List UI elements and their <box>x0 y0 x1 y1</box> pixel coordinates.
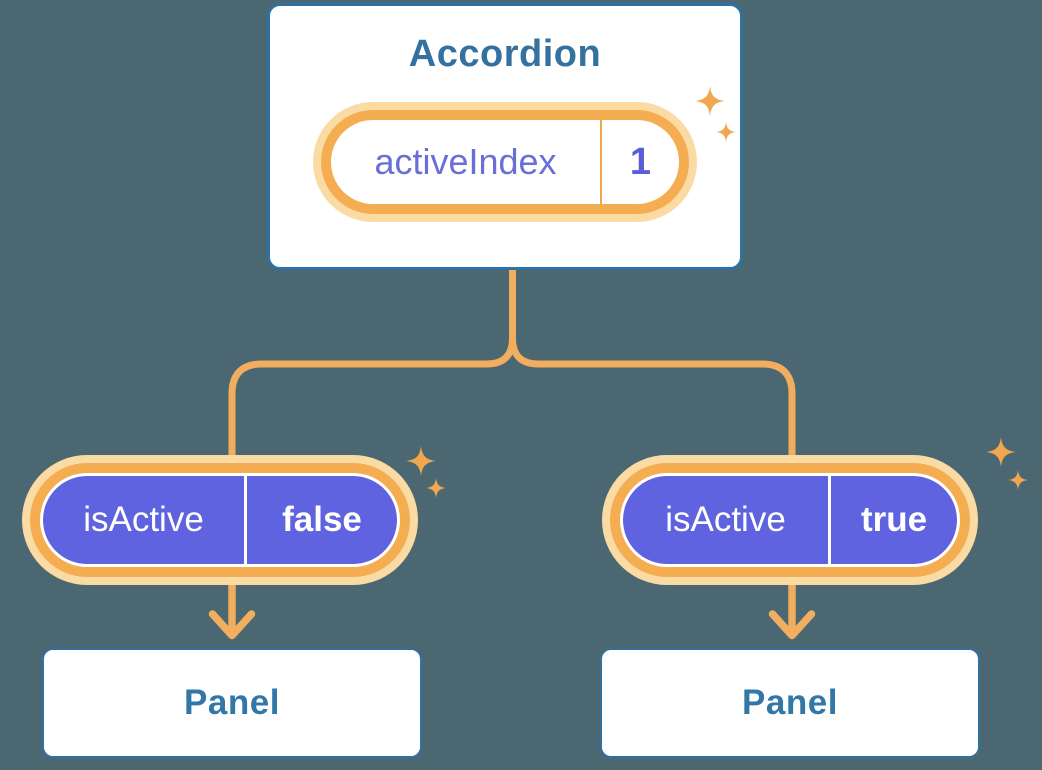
panel-title: Panel <box>742 683 838 722</box>
arrow-down-icon <box>208 568 256 640</box>
connector-branch-left <box>228 264 516 462</box>
prop-pill-isactive-right: isActive true <box>620 473 960 567</box>
prop-pill-label: isActive <box>83 500 204 539</box>
state-pill-label: activeIndex <box>374 141 557 182</box>
panel-node-right: Panel <box>600 648 980 758</box>
panel-title: Panel <box>184 683 280 722</box>
prop-pill-value: true <box>828 476 957 564</box>
arrow-down-icon <box>768 568 816 640</box>
accordion-card-title: Accordion <box>408 33 602 75</box>
state-pill-activeindex: activeIndex 1 <box>331 120 679 204</box>
prop-pill-value: false <box>244 476 397 564</box>
state-pill-value: 1 <box>600 120 679 204</box>
prop-pill-label: isActive <box>665 500 786 539</box>
prop-pill-isactive-left: isActive false <box>40 473 400 567</box>
connector-branch-right <box>509 264 796 462</box>
panel-node-left: Panel <box>42 648 422 758</box>
